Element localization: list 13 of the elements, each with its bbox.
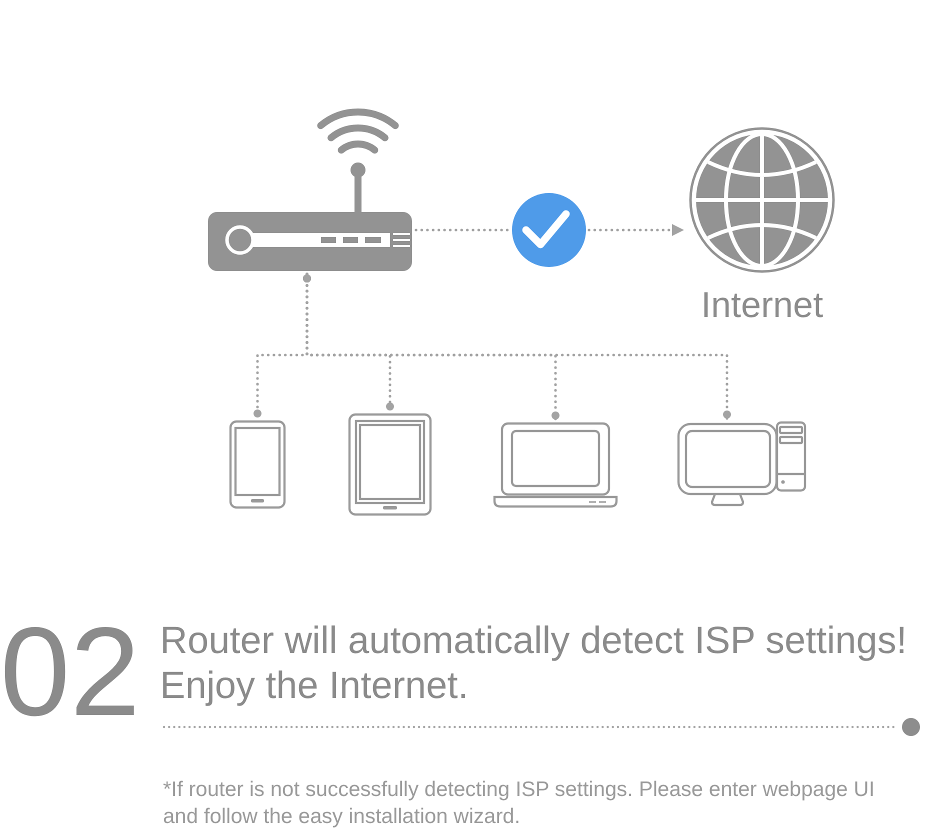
router-icon — [207, 108, 413, 272]
heading-text: Enjoy the Internet. — [160, 664, 468, 709]
footnote-text: *If router is not successfully detecting ISP settings. Please enter webpage UI and follow the easy installation wizard. — [163, 777, 876, 830]
node-label: Internet — [701, 283, 824, 326]
dotted-dot-ended-line — [303, 272, 731, 420]
tablet-icon — [348, 413, 432, 516]
checkmark-icon — [512, 193, 586, 267]
desktop-computer-icon — [677, 421, 808, 507]
step-number: 02 — [0, 609, 140, 735]
laptop-icon — [493, 422, 618, 508]
heading-text: Router will automatically detect ISP settings! — [160, 619, 907, 664]
dotted-arrow — [588, 224, 684, 236]
smartphone-icon — [229, 420, 286, 509]
